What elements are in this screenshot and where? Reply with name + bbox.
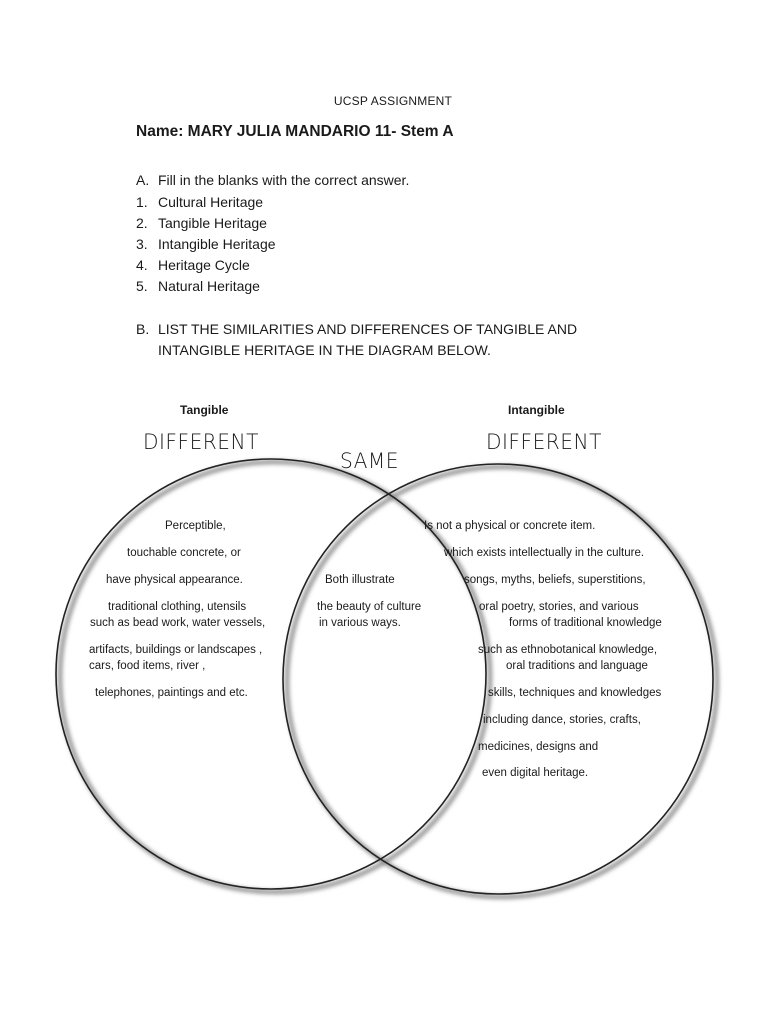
right-circle	[282, 463, 714, 895]
right-line: forms of traditional knowledge	[509, 617, 662, 629]
right-different-title: DIFFERENT	[486, 430, 602, 454]
right-line: skills, techniques and knowledges	[488, 687, 662, 699]
section-b-text: LIST THE SIMILARITIES AND DIFFERENCES OF…	[158, 321, 578, 358]
section-a-marker: A.	[136, 172, 150, 188]
left-line: have physical appearance.	[106, 574, 243, 586]
answer-item: 4. Heritage Cycle	[136, 256, 276, 277]
right-line: even digital heritage.	[482, 767, 589, 779]
right-line: such as ethnobotanical knowledge,	[478, 644, 658, 656]
student-name-line: Name: MARY JULIA MANDARIO 11- Stem A	[136, 123, 454, 140]
answer-text: Tangible Heritage	[158, 215, 267, 231]
assignment-heading: UCSP ASSIGNMENT	[333, 94, 453, 108]
answer-number: 1.	[136, 194, 148, 210]
tangible-label: Tangible	[180, 403, 229, 417]
answer-text: Intangible Heritage	[158, 236, 276, 252]
left-line: traditional clothing, utensils	[108, 601, 247, 613]
left-different-title: DIFFERENT	[143, 430, 259, 454]
left-circle	[55, 458, 487, 890]
left-line: artifacts, buildings or landscapes ,	[89, 644, 263, 656]
right-line: Is not a physical or concrete item.	[424, 520, 596, 532]
left-line: such as bead work, water vessels,	[90, 617, 266, 629]
right-circle-shadow	[285, 465, 719, 899]
section-a-instruction: A. Fill in the blanks with the correct an…	[136, 172, 409, 188]
answer-item: 1. Cultural Heritage	[136, 193, 276, 214]
answer-number: 4.	[136, 257, 148, 273]
center-line: Both illustrate	[325, 574, 395, 586]
left-line: touchable concrete, or	[127, 547, 241, 559]
answer-text: Cultural Heritage	[158, 194, 264, 210]
answer-number: 2.	[136, 215, 148, 231]
right-line: songs, myths, beliefs, superstitions,	[464, 574, 646, 586]
answer-text: Heritage Cycle	[158, 257, 250, 273]
center-same-title: SAME	[340, 449, 400, 473]
answer-number: 3.	[136, 236, 148, 252]
right-line: including dance, stories, crafts,	[483, 714, 641, 726]
intangible-label: Intangible	[508, 403, 565, 417]
center-line: in various ways.	[319, 617, 401, 629]
answer-item: 2. Tangible Heritage	[136, 214, 276, 235]
right-line: oral poetry, stories, and various	[479, 601, 639, 613]
section-a-text: Fill in the blanks with the correct answ…	[158, 172, 410, 188]
right-line: which exists intellectually in the cultu…	[444, 547, 645, 559]
left-line: cars, food items, river ,	[89, 660, 206, 672]
section-b-marker: B.	[136, 321, 150, 337]
left-line: telephones, paintings and etc.	[95, 687, 248, 699]
right-line: medicines, designs and	[478, 741, 599, 753]
answer-text: Natural Heritage	[158, 278, 260, 294]
answer-list: 1.Cultural Heritage 2.Tangible Heritage …	[136, 193, 276, 298]
left-line: Perceptible,	[165, 520, 226, 532]
left-circle-shadow	[58, 460, 492, 894]
section-b-instruction: B. LIST THE SIMILARITIES AND DIFFERENCES …	[136, 319, 656, 361]
center-line: the beauty of culture	[317, 601, 422, 613]
answer-item: 3. Intangible Heritage	[136, 235, 276, 256]
answer-item: 5. Natural Heritage	[136, 277, 276, 298]
right-line: oral traditions and language	[506, 660, 648, 672]
answer-number: 5.	[136, 278, 148, 294]
